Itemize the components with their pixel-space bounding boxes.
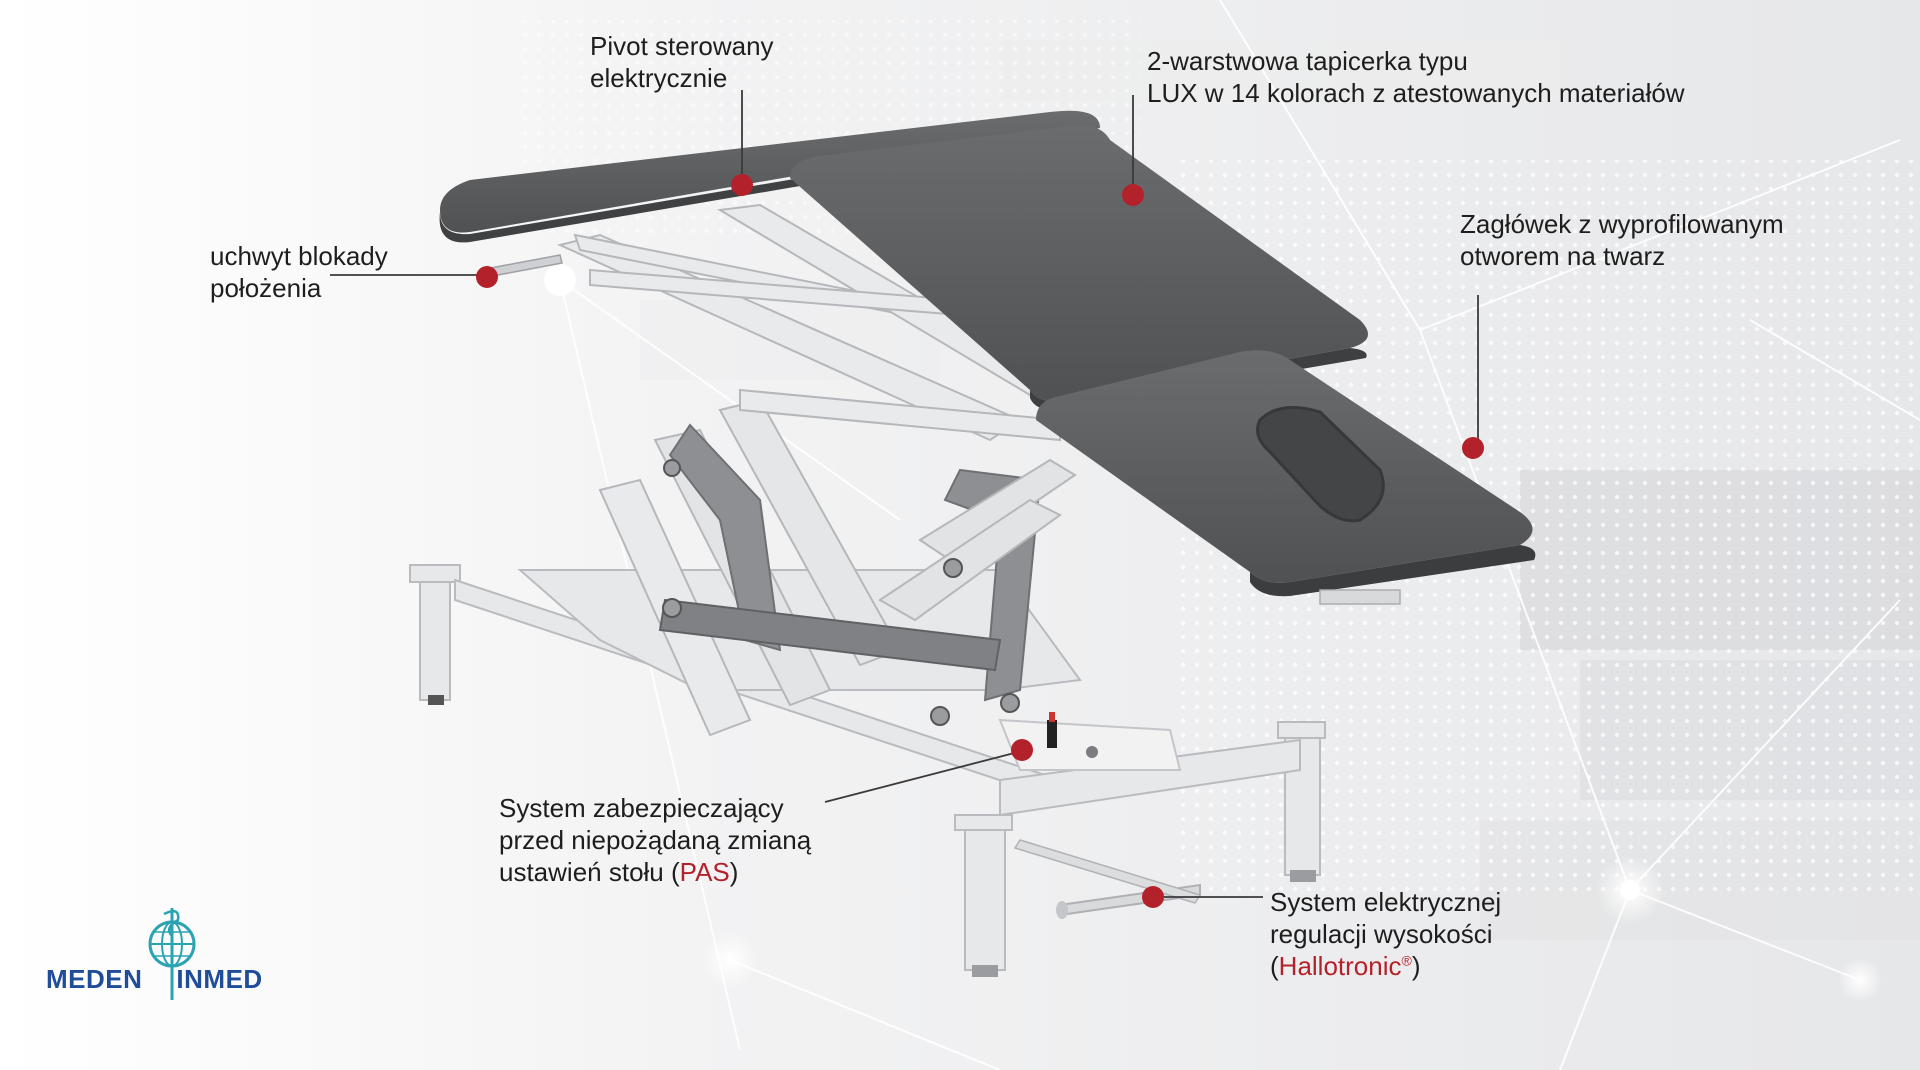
label-pivot-line2: elektrycznie (590, 63, 728, 93)
treatment-table (409, 110, 1536, 977)
label-pas-line3: ustawień stołu (PAS) (499, 856, 811, 888)
label-pivot-line1: Pivot sterowany (590, 31, 774, 61)
label-hallotronic-accent: Hallotronic (1278, 951, 1402, 981)
leader-lines (330, 90, 1479, 898)
registered-mark: ® (1401, 952, 1412, 969)
label-pas: System zabezpieczający przed niepożądaną… (499, 792, 811, 888)
upper-frame (556, 203, 1063, 442)
meden-inmed-logo: MEDEN INMED (46, 900, 286, 1010)
label-pas-line3-suffix: ) (729, 857, 739, 887)
face-hole (1256, 406, 1385, 523)
marker-lock (476, 266, 498, 288)
label-lock-line2: położenia (210, 273, 322, 303)
marker-hallotronic (1142, 886, 1164, 908)
label-pas-line2: przed niepożądaną zmianą (499, 825, 812, 855)
upholstery-cushions (439, 110, 1536, 605)
label-hallotronic-line3-prefix: ( (1270, 951, 1279, 981)
label-hallotronic-line3: (Hallotronic®) (1270, 950, 1501, 982)
marker-dots (476, 174, 1484, 908)
label-pas-line3-prefix: ustawień stołu ( (499, 857, 680, 887)
logo-text: MEDEN INMED (46, 964, 286, 995)
label-headrest: Zagłówek z wyprofilowanym otworem na twa… (1460, 208, 1784, 272)
label-headrest-line1: Zagłówek z wyprofilowanym (1460, 209, 1784, 239)
lifting-mechanism (598, 398, 1077, 737)
marker-pas (1011, 739, 1033, 761)
label-pivot: Pivot sterowany elektrycznie (590, 30, 774, 94)
label-upholstery-line1: 2-warstwowa tapicerka typu (1147, 46, 1468, 76)
logo-text-left: MEDEN (46, 964, 143, 994)
label-hallotronic-line1: System elektrycznej (1270, 887, 1502, 917)
label-lock: uchwyt blokady położenia (210, 240, 388, 304)
label-hallotronic: System elektrycznej regulacji wysokości … (1270, 886, 1501, 982)
label-pas-line1: System zabezpieczający (499, 793, 784, 823)
marker-headrest (1462, 437, 1484, 459)
caduceus-globe-icon (148, 908, 196, 1000)
label-hallotronic-line2: regulacji wysokości (1270, 919, 1493, 949)
marker-pivot (731, 174, 753, 196)
label-upholstery: 2-warstwowa tapicerka typu LUX w 14 kolo… (1147, 45, 1685, 109)
label-headrest-line2: otworem na twarz (1460, 241, 1666, 271)
label-pas-accent: PAS (679, 857, 730, 887)
logo-text-right: INMED (176, 964, 263, 994)
label-hallotronic-line3-suffix: ) (1411, 951, 1421, 981)
marker-upholstery (1122, 184, 1144, 206)
label-lock-line1: uchwyt blokady (210, 241, 388, 271)
label-upholstery-line2: LUX w 14 kolorach z atestowanych materia… (1147, 78, 1685, 108)
